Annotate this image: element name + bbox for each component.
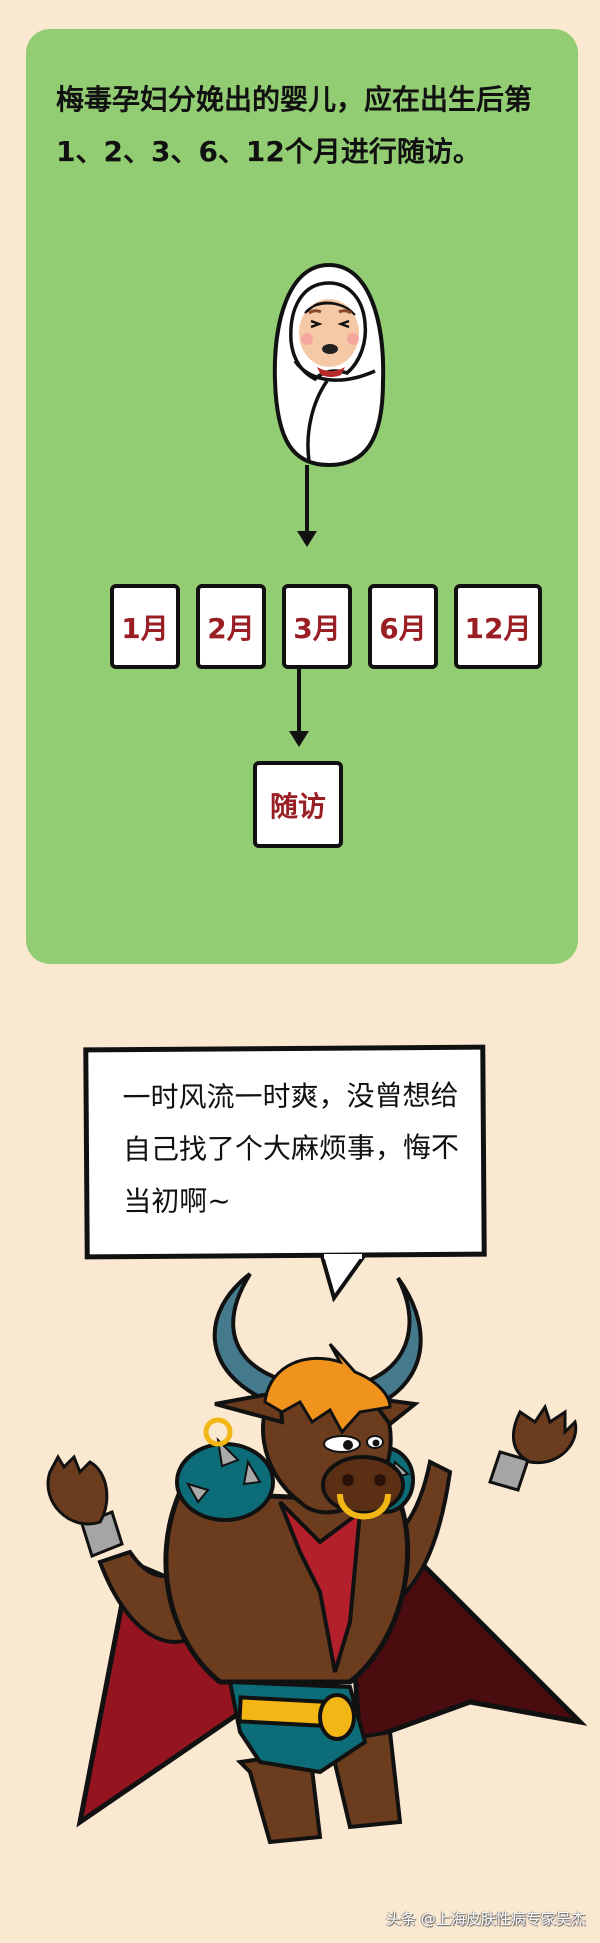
arrow-down-icon [289,667,309,747]
month-box-3: 3月 [282,584,352,669]
watermark: 头条 @上海皮肤性病专家吴杰 [386,1910,586,1928]
month-box-1: 1月 [110,584,180,669]
speech-tail-icon [320,1254,366,1302]
month-box-2: 2月 [196,584,266,669]
month-box-12: 12月 [454,584,542,669]
speech-bubble: 一时风流一时爽，没曾想给自己找了个大麻烦事，悔不当初啊~ [83,1044,487,1260]
followup-box: 随访 [253,761,343,848]
arrow-down-icon [297,465,317,547]
info-card: 梅毒孕妇分娩出的婴儿，应在出生后第1、2、3、6、12个月进行随访。 1月 2月… [26,29,578,964]
intro-text: 梅毒孕妇分娩出的婴儿，应在出生后第1、2、3、6、12个月进行随访。 [56,83,533,168]
month-box-6: 6月 [368,584,438,669]
swaddled-baby-icon [272,262,386,468]
bull-character-icon [46,1272,588,1845]
month-list: 1月 2月 3月 6月 12月 [110,584,542,669]
speech-text: 一时风流一时爽，没曾想给自己找了个大麻烦事，悔不当初啊~ [122,1078,460,1219]
